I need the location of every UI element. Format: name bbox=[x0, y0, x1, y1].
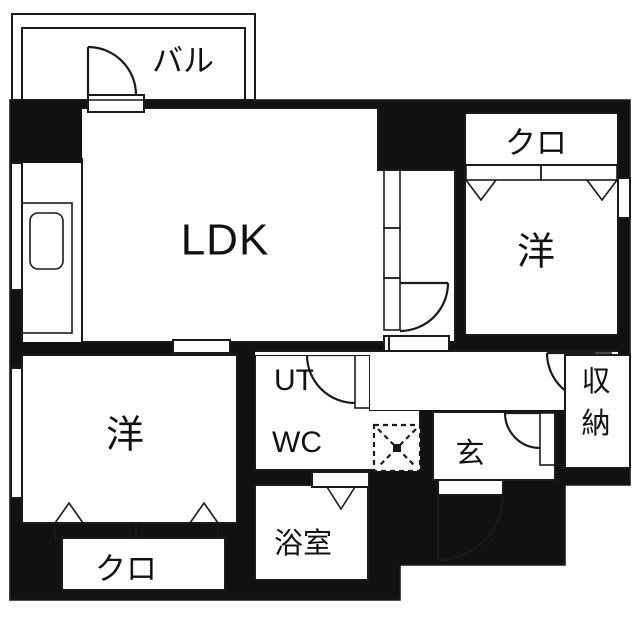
ldk-hall-door-threshold bbox=[388, 335, 450, 352]
bedroom-sw-floor bbox=[22, 355, 237, 523]
window-left-bedroom-sw bbox=[10, 367, 23, 499]
closet-ne-chevron-right bbox=[586, 179, 618, 202]
bathroom-floor bbox=[255, 485, 368, 580]
closet-sw-chevron-left bbox=[54, 501, 84, 524]
window-right-bedroom-ne bbox=[617, 177, 631, 219]
toilet-label: WC bbox=[272, 426, 322, 459]
entrance-front-door bbox=[436, 479, 505, 562]
pipe-shaft-center-dot bbox=[393, 444, 401, 452]
ldk-label: LDK bbox=[181, 216, 270, 265]
utility-label: UT bbox=[274, 364, 314, 397]
closet-sw-chevron-right bbox=[189, 501, 219, 524]
bedroom-ne-door-swing-arc bbox=[399, 282, 450, 333]
bedroom-ne-door-panel-upper bbox=[383, 169, 401, 229]
ldk-sw-sliding-panel bbox=[172, 339, 231, 354]
shoe-cabinet-door-swing-arc bbox=[503, 412, 541, 450]
storage-label-char-2: 納 bbox=[581, 406, 610, 440]
ldk-floor bbox=[82, 108, 455, 342]
hallway-floor bbox=[255, 351, 448, 410]
entrance-front-door-threshold bbox=[437, 479, 504, 496]
balcony-floor bbox=[23, 29, 244, 99]
window-left-sw-pane bbox=[10, 367, 23, 499]
entrance-label: 玄 bbox=[455, 436, 484, 470]
closet-ne-slider-right bbox=[540, 164, 618, 181]
ldk-hall-door bbox=[388, 335, 450, 352]
storage-closet: 収 納 bbox=[564, 354, 631, 469]
kitchen-sink-basin bbox=[29, 212, 64, 270]
bathroom: 浴室 bbox=[254, 484, 369, 581]
ldk-bedroom-sw-sliding bbox=[172, 339, 231, 354]
storage-floor bbox=[565, 355, 630, 468]
bedroom-southwest: 洋 bbox=[21, 354, 238, 524]
closet-ne-label: クロ bbox=[505, 126, 567, 162]
ldk-kitchen-strip bbox=[22, 163, 82, 342]
outer-trim bbox=[9, 99, 631, 601]
utility-door-swing-arc bbox=[305, 354, 356, 405]
bathroom-door-chevron bbox=[326, 486, 356, 511]
bedroom-ne-label: 洋 bbox=[517, 230, 555, 274]
bedroom-sw-label: 洋 bbox=[106, 413, 144, 457]
closet-sw-label: クロ bbox=[95, 552, 157, 588]
window-left-ldk-pane bbox=[10, 162, 23, 291]
bathroom-door bbox=[311, 471, 370, 511]
wall-block-top-left bbox=[10, 100, 82, 158]
pipe-shaft bbox=[372, 423, 422, 473]
closet-sw-slider-right bbox=[135, 522, 219, 539]
bathroom-door-panel bbox=[311, 471, 370, 488]
bathroom-label: 浴室 bbox=[274, 526, 332, 560]
balcony-door-swing-arc bbox=[87, 45, 138, 96]
balcony-label: バル bbox=[152, 44, 214, 80]
closet-northeast: クロ bbox=[464, 112, 619, 202]
window-right-ne-pane bbox=[617, 177, 631, 219]
entrance-front-door-swing-arc bbox=[437, 494, 505, 562]
outer-outline bbox=[9, 99, 631, 601]
closet-southwest: クロ bbox=[54, 501, 226, 591]
balcony-area: バル bbox=[11, 13, 256, 101]
closet-ne-box bbox=[464, 112, 619, 166]
window-left-ldk bbox=[10, 162, 23, 291]
storage-label-char-1: 収 bbox=[581, 364, 610, 398]
entrance-floor bbox=[433, 412, 555, 480]
closet-ne-chevron-left bbox=[465, 179, 497, 202]
balcony-door-threshold bbox=[87, 94, 145, 113]
